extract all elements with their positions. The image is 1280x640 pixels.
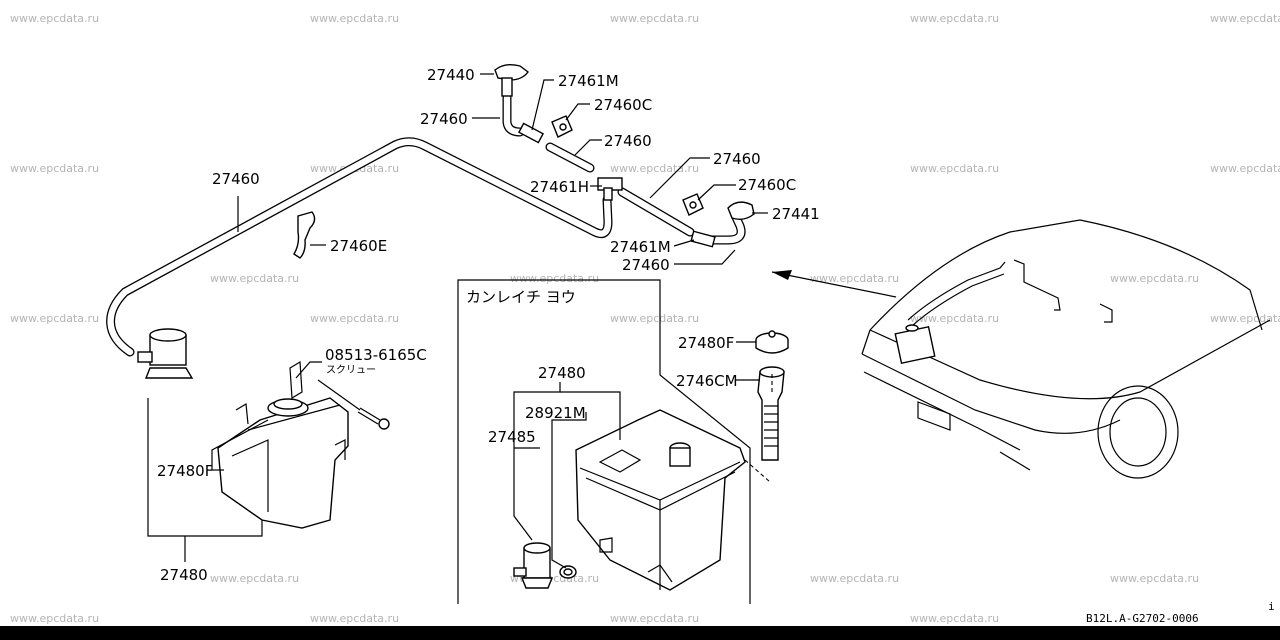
watermark: www.epcdata.ru	[610, 12, 699, 25]
watermark: www.epcdata.ru	[210, 572, 299, 585]
watermark: www.epcdata.ru	[10, 312, 99, 325]
washer-hose-right-branch	[617, 187, 746, 245]
watermark: www.epcdata.ru	[10, 12, 99, 25]
label-27460C: 27460C	[738, 176, 796, 194]
nozzle-27441	[727, 201, 755, 221]
label-27460: 27460	[713, 150, 761, 168]
watermark: www.epcdata.ru	[610, 162, 699, 175]
watermark: www.epcdata.ru	[810, 272, 899, 285]
watermark: www.epcdata.ru	[210, 272, 299, 285]
connector-27461M-lower	[690, 230, 716, 248]
part-labels: 27440 27461M 27460C 27460 27460 27460 27…	[157, 66, 1275, 625]
watermark: www.epcdata.ru	[310, 312, 399, 325]
label-27480: 27480	[160, 566, 208, 584]
watermark: www.epcdata.ru	[810, 572, 899, 585]
clip-27460C-right	[682, 193, 704, 216]
watermark: www.epcdata.ru	[310, 12, 399, 25]
label-27461H: 27461H	[530, 178, 589, 196]
watermark: www.epcdata.ru	[910, 312, 999, 325]
label-27480F: 27480F	[678, 334, 734, 352]
label-screw-note: スクリュー	[326, 364, 376, 376]
label-27485: 27485	[488, 428, 536, 446]
label-27460: 27460	[420, 110, 468, 128]
label-27460E: 27460E	[330, 237, 387, 255]
label-08513-6165C: 08513-6165C	[325, 346, 427, 364]
watermark: www.epcdata.ru	[910, 12, 999, 25]
washer-hose-left-nozzle	[502, 93, 595, 173]
label-27441: 27441	[772, 205, 820, 223]
label-27480: 27480	[538, 364, 586, 382]
filler-tube-2746CM	[757, 366, 785, 461]
watermark: www.epcdata.ru	[1110, 272, 1199, 285]
filler-neck	[669, 442, 691, 467]
clip-27460C-upper	[551, 115, 573, 138]
label-27440: 27440	[427, 66, 475, 84]
watermark: www.epcdata.ru	[310, 612, 399, 625]
filler-dashed-guide	[744, 372, 773, 483]
watermark: www.epcdata.ru	[910, 162, 999, 175]
watermark: www.epcdata.ru	[910, 612, 999, 625]
watermark: www.epcdata.ru	[10, 162, 99, 175]
watermark: www.epcdata.ru	[1210, 12, 1280, 25]
label-27460: 27460	[604, 132, 652, 150]
inset-title: カンレイチ ヨウ	[466, 288, 576, 306]
label-27461M: 27461M	[610, 238, 671, 256]
screw-08513	[357, 407, 390, 430]
car-body-view	[861, 219, 1271, 479]
tank-cap-main	[267, 398, 309, 417]
label-27460C: 27460C	[594, 96, 652, 114]
connector-27461H	[597, 177, 623, 201]
clip-27460E	[293, 211, 316, 259]
grommet-28921M	[559, 565, 577, 579]
watermarks: www.epcdata.ru www.epcdata.ru www.epcdat…	[10, 12, 1280, 625]
bottom-bar	[0, 626, 1280, 640]
diagram-code: B12L.A-G2702-0006	[1086, 612, 1199, 625]
label-27461M: 27461M	[558, 72, 619, 90]
washer-pump-inset	[513, 542, 554, 589]
filler-cap-27480F	[755, 330, 789, 354]
corner-mark: i	[1268, 600, 1275, 613]
connector-27461M-upper	[517, 122, 545, 144]
watermark: www.epcdata.ru	[1210, 312, 1280, 325]
label-27460: 27460	[622, 256, 670, 274]
watermark: www.epcdata.ru	[10, 612, 99, 625]
nozzle-27440	[494, 63, 529, 97]
washer-hose-main	[106, 137, 613, 357]
watermark: www.epcdata.ru	[610, 312, 699, 325]
watermark: www.epcdata.ru	[610, 612, 699, 625]
label-27460: 27460	[212, 170, 260, 188]
label-28921M: 28921M	[525, 404, 586, 422]
leader-lines	[147, 73, 768, 569]
washer-tank-inset	[575, 409, 746, 591]
label-2746CM: 2746CM	[676, 372, 738, 390]
location-arrow	[771, 270, 897, 298]
inset-frame	[457, 279, 751, 604]
watermark: www.epcdata.ru	[1110, 572, 1199, 585]
label-27480F: 27480F	[157, 462, 213, 480]
watermark: www.epcdata.ru	[510, 272, 599, 285]
watermark: www.epcdata.ru	[1210, 162, 1280, 175]
washer-pump	[137, 328, 194, 379]
